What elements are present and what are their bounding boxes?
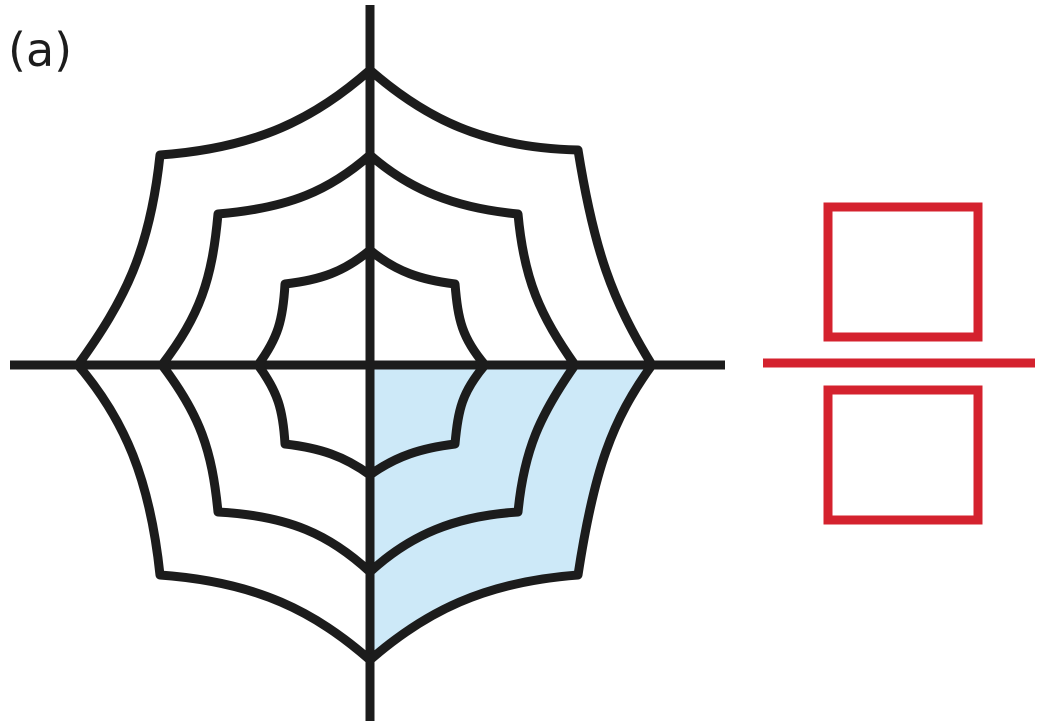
fraction-template (763, 207, 1035, 520)
spider-web (10, 5, 725, 721)
numerator-box[interactable] (828, 207, 978, 337)
denominator-box[interactable] (828, 390, 978, 520)
panel-label: (a) (8, 23, 72, 77)
